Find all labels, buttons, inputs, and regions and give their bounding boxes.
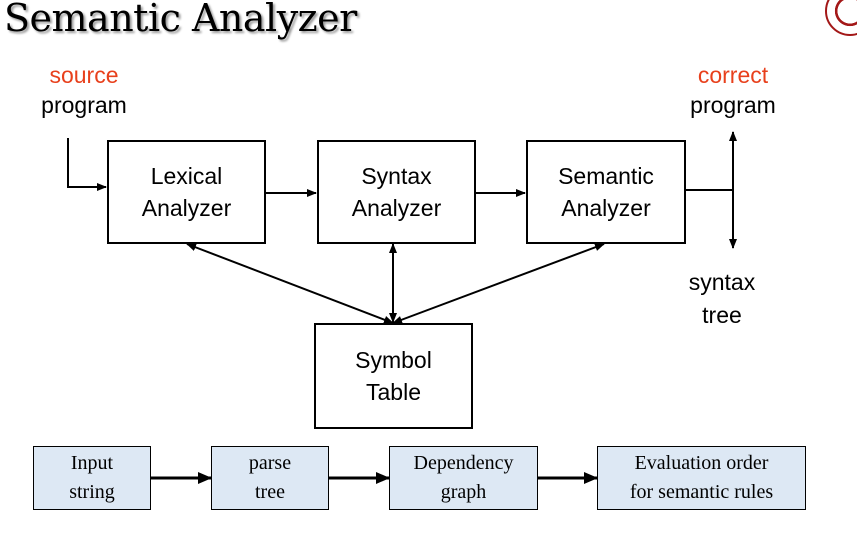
box-label: Syntax	[361, 163, 432, 189]
step-label: Input	[70, 452, 114, 474]
source-program-label: source program	[28, 60, 140, 120]
step-label: Evaluation order	[634, 452, 769, 474]
step-label: string	[69, 481, 115, 503]
source-word: source	[49, 62, 119, 88]
lexical-symbol-link	[186, 243, 394, 324]
tree-word: tree	[702, 302, 742, 328]
step-label: parse	[248, 452, 292, 474]
page-title: Semantic Analyzer	[4, 0, 357, 40]
step-label: Dependency	[413, 452, 514, 474]
syntax-analyzer-box: Syntax Analyzer	[317, 140, 476, 244]
box-label: Semantic	[558, 163, 654, 189]
correct-program-label: correct program	[677, 60, 789, 120]
box-label: Analyzer	[561, 195, 651, 221]
semantic-symbol-link	[392, 243, 605, 324]
pipeline-step-input-string: Input string	[33, 446, 151, 510]
step-label: tree	[255, 481, 285, 503]
syntax-word: syntax	[688, 269, 756, 295]
source-arrow	[67, 138, 107, 191]
box-label: Analyzer	[141, 195, 232, 221]
pipeline-step-evaluation-order: Evaluation order for semantic rules	[597, 446, 806, 510]
box-label: Table	[366, 379, 421, 405]
syntax-tree-label: syntax tree	[666, 266, 778, 332]
program-word: program	[690, 92, 776, 118]
step-label: for semantic rules	[629, 481, 774, 503]
box-label: Analyzer	[351, 195, 442, 221]
box-label: Lexical	[150, 163, 223, 189]
semantic-analyzer-box: Semantic Analyzer	[526, 140, 686, 244]
pipeline-step-parse-tree: parse tree	[211, 446, 329, 510]
pipeline-step-dependency-graph: Dependency graph	[389, 446, 538, 510]
program-word: program	[41, 92, 127, 118]
symbol-table-box: Symbol Table	[314, 323, 473, 429]
lexical-analyzer-box: Lexical Analyzer	[107, 140, 266, 244]
step-label: graph	[440, 481, 487, 503]
correct-word: correct	[697, 62, 769, 88]
box-label: Symbol	[355, 347, 432, 373]
